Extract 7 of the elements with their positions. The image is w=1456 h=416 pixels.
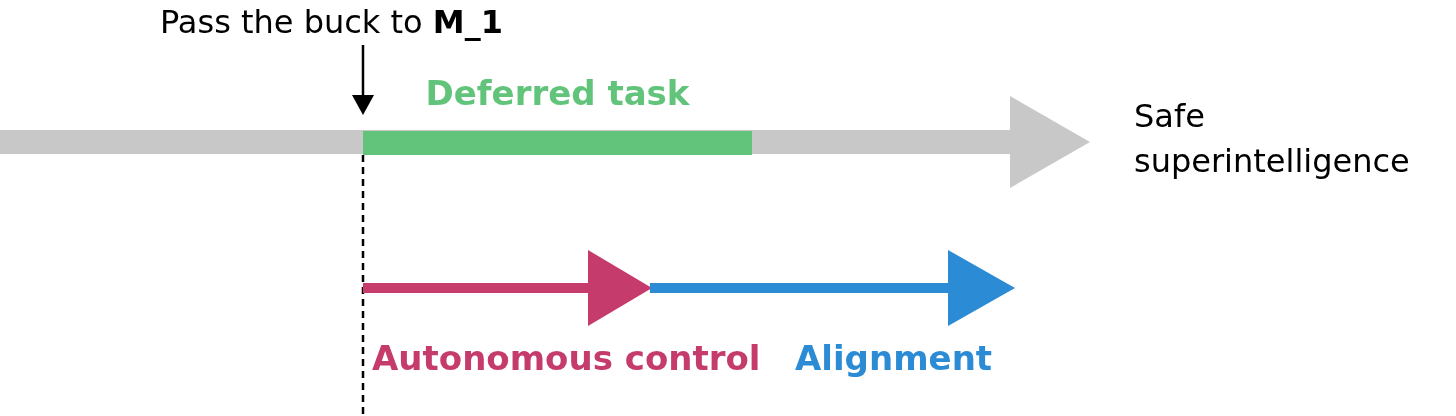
phase-label: Autonomous control bbox=[372, 338, 761, 378]
caption-text: Pass the buck to M_1 bbox=[160, 2, 504, 43]
arrow bbox=[352, 45, 374, 115]
timeline-arrow bbox=[0, 96, 1090, 188]
phase-label: Alignment bbox=[795, 338, 993, 378]
caption-text: Safe superintelligence bbox=[1134, 96, 1411, 182]
segment-label: Deferred task bbox=[424, 72, 691, 115]
